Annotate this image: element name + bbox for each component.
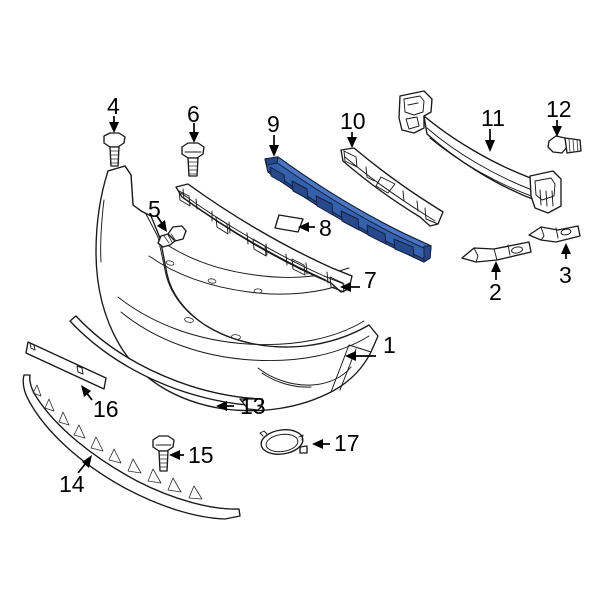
leader-6 [189,123,199,143]
callout-label-8[interactable]: 8 [319,215,332,241]
callout-label-13[interactable]: 13 [240,393,266,419]
part-front-bumper-impact-absorber[interactable] [264,156,432,263]
callout-label-1[interactable]: 1 [383,332,396,358]
leader-13 [216,401,234,411]
callout-label-10[interactable]: 10 [340,108,366,134]
callout-label-12[interactable]: 12 [546,96,572,122]
part-bumper-bracket-lower-left[interactable] [461,241,532,263]
callout-label-9[interactable]: 9 [267,111,280,137]
leader-2 [491,261,501,280]
leader-12 [552,120,562,137]
leader-9 [269,135,279,157]
leader-14 [77,455,92,474]
part-bumper-cover-bolt-upper[interactable] [103,132,126,167]
leader-16 [81,385,93,401]
part-bumper-bracket-lower-right[interactable] [528,225,581,243]
part-bumper-reinforcement-bar[interactable] [398,90,562,214]
callout-label-5[interactable]: 5 [148,196,161,222]
callout-label-2[interactable]: 2 [489,279,502,305]
leader-11 [485,129,495,152]
callout-label-17[interactable]: 17 [334,430,360,456]
callout-label-3[interactable]: 3 [559,262,572,288]
part-license-plate-bracket[interactable] [25,341,107,390]
part-tow-hook-cover-grommet[interactable] [259,427,308,457]
callout-label-15[interactable]: 15 [188,442,214,468]
part-bumper-flange-bolt[interactable] [181,142,205,177]
leader-17 [312,439,330,449]
part-reinforcement-bar-bolt[interactable] [547,135,582,154]
leader-5 [156,215,167,232]
callout-label-14[interactable]: 14 [59,471,85,497]
leader-7 [340,282,360,292]
leader-10 [347,132,357,148]
callout-label-16[interactable]: 16 [93,396,119,422]
part-bumper-cover-lower-valance[interactable] [69,315,263,411]
callout-label-7[interactable]: 7 [364,267,377,293]
leader-4 [109,116,119,133]
part-bumper-upper-retainer[interactable] [175,183,353,293]
leader-1 [345,351,376,361]
callout-label-4[interactable]: 4 [107,93,120,119]
callout-label-6[interactable]: 6 [187,101,200,127]
part-front-air-dam-spoiler[interactable] [22,374,241,520]
part-bumper-energy-absorber-upper[interactable] [340,147,444,227]
part-bumper-cover-screw-side[interactable] [157,225,187,248]
leader-15 [169,450,184,460]
leader-3 [561,243,571,259]
leader-8 [298,222,315,232]
part-air-dam-bolt[interactable] [152,435,175,472]
part-impact-absorber-pad[interactable] [274,214,304,233]
callout-label-11[interactable]: 11 [481,105,505,131]
